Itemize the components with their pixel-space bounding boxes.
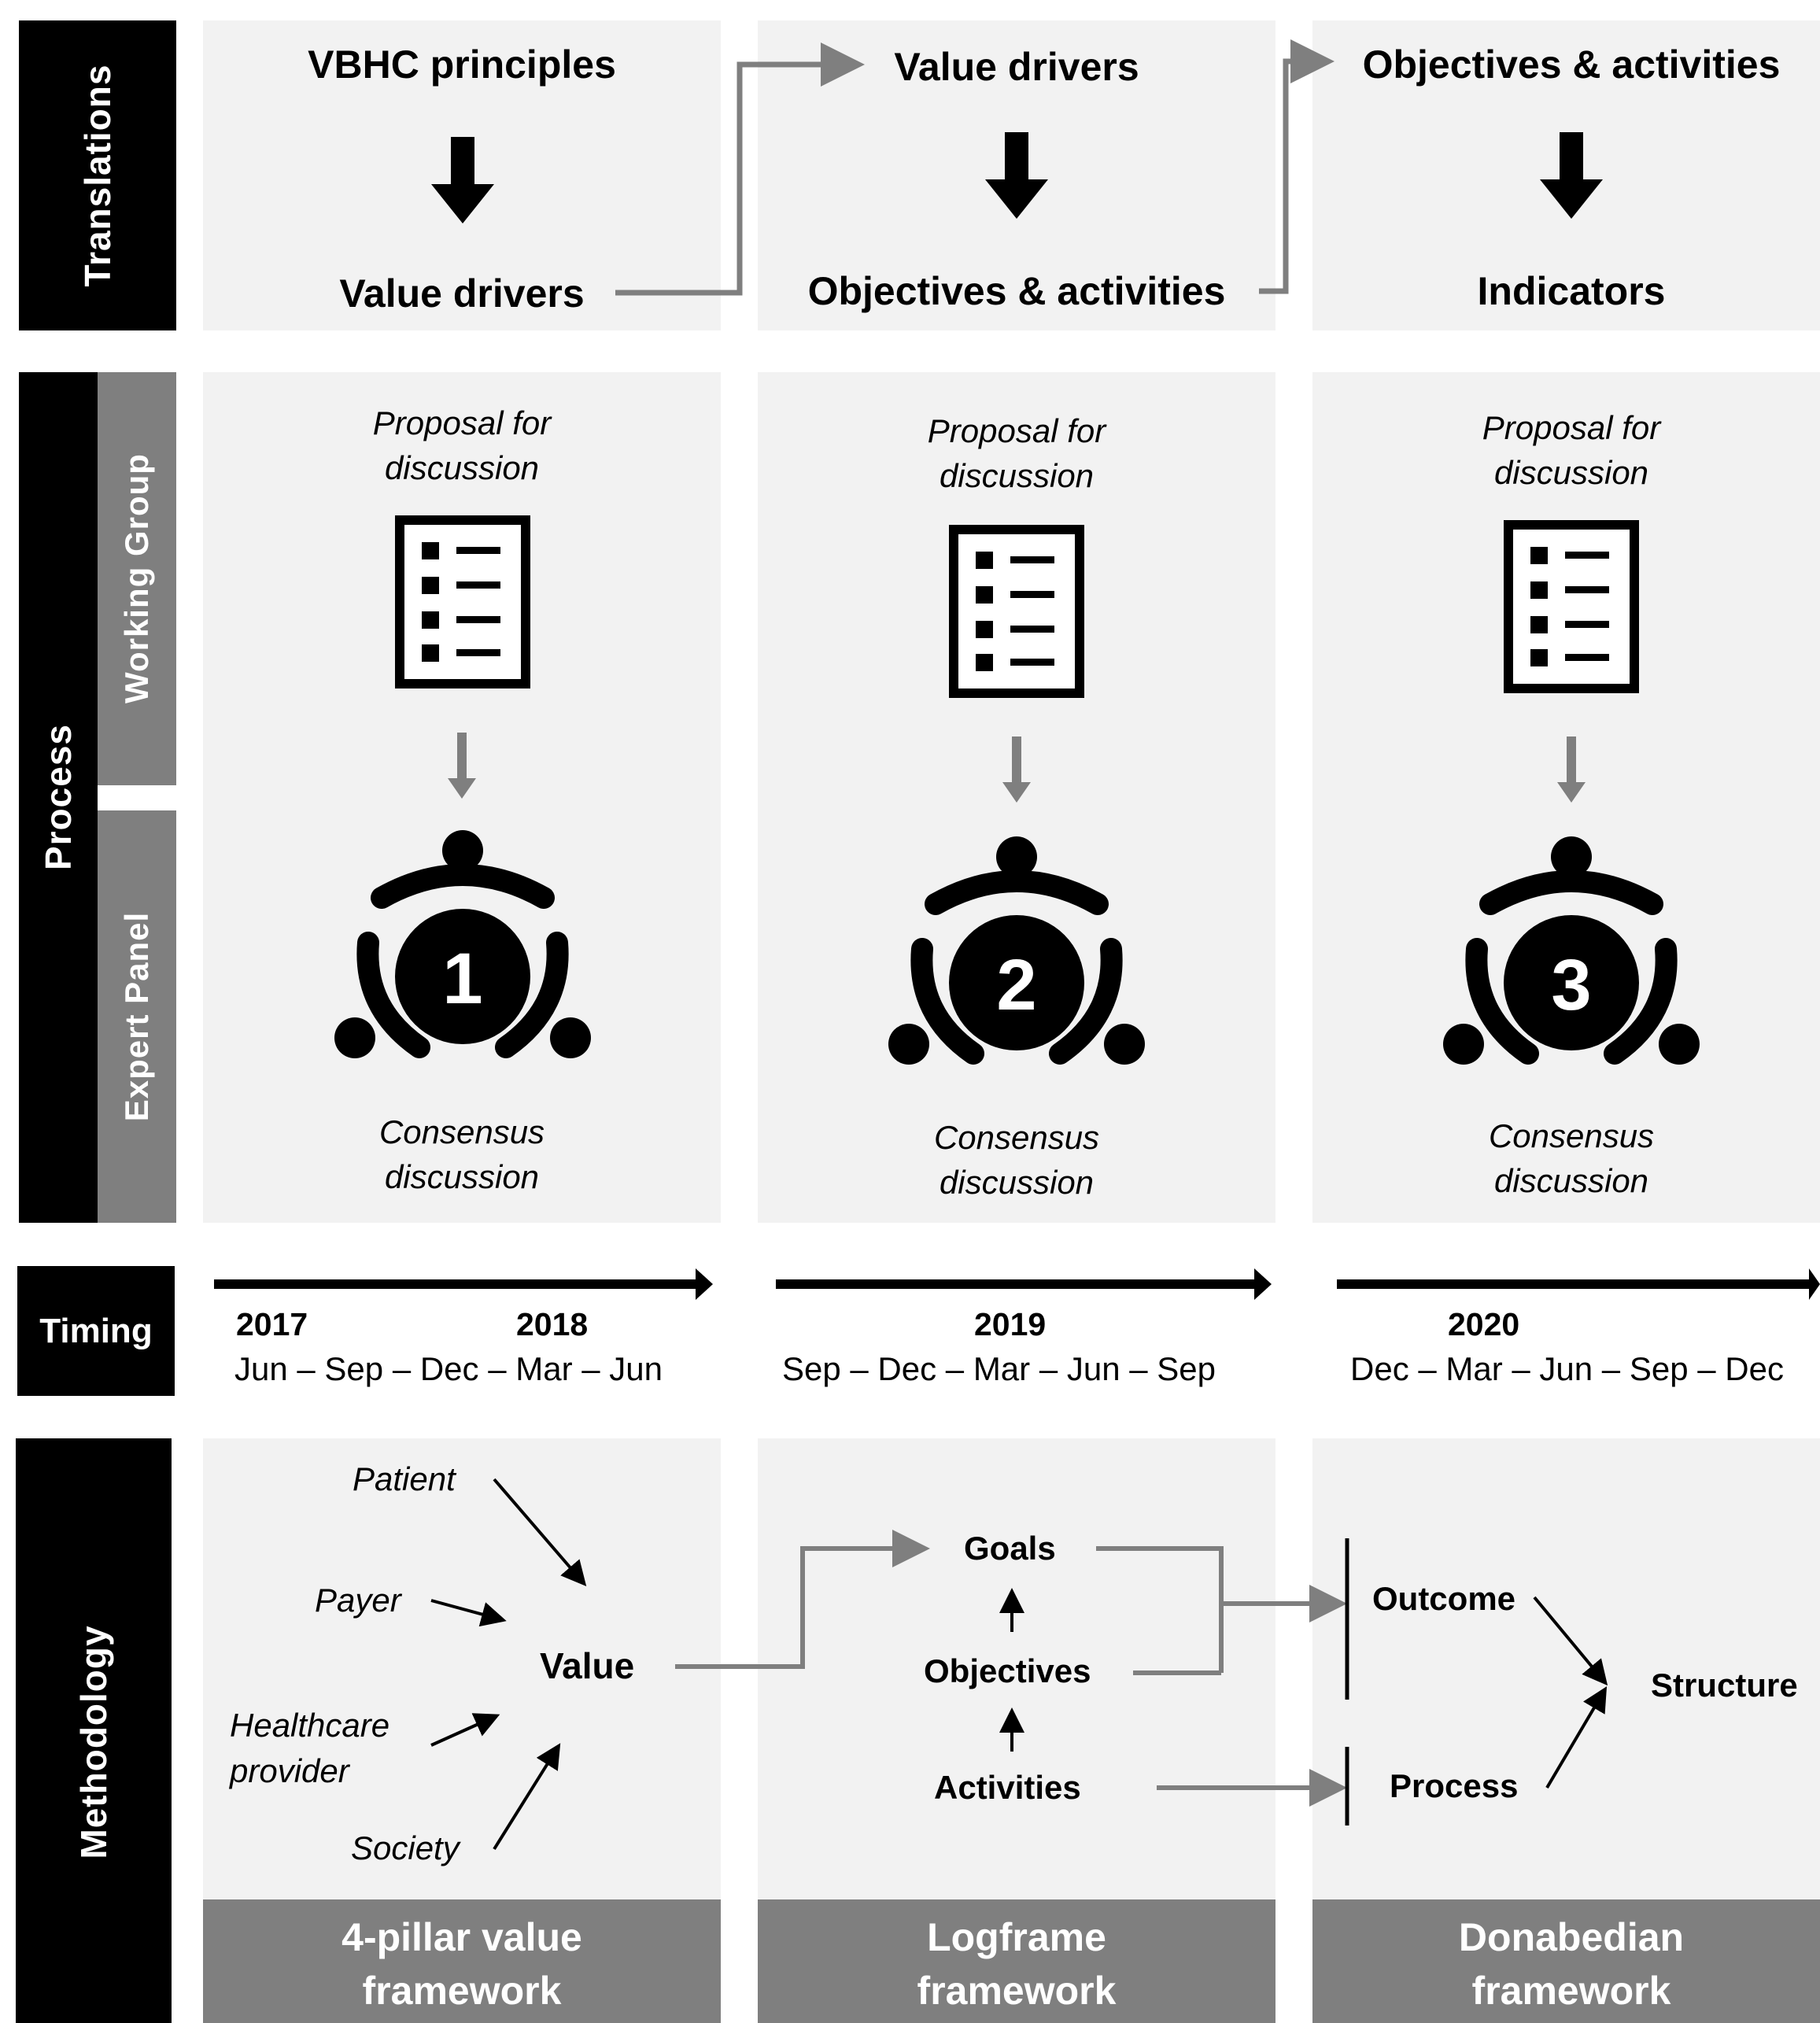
patient-arrow — [493, 1478, 587, 1587]
months-label: Dec – Mar – Jun – Sep – Dec — [1350, 1350, 1784, 1387]
society-arrow — [493, 1743, 561, 1851]
checklist-icon — [949, 525, 1084, 698]
logframe-objectives: Objectives — [924, 1652, 1091, 1689]
methodology-panel-1: Patient Payer Healthcare provider Societ… — [203, 1438, 721, 1899]
timeline-arrow-2 — [776, 1268, 1272, 1300]
stakeholder-payer: Payer — [315, 1582, 401, 1619]
down-arrow-icon — [1002, 736, 1031, 803]
donabedian-process: Process — [1390, 1767, 1519, 1804]
timeline-arrow-3 — [1337, 1268, 1820, 1300]
down-arrow-icon — [1540, 132, 1603, 219]
translation-connector-2 — [1259, 39, 1335, 294]
framework-title: Logframe framework — [917, 1915, 1117, 2013]
stakeholder-society: Society — [351, 1829, 460, 1866]
expert-panel-label-box: Expert Panel — [98, 810, 176, 1223]
process-panel-2: Proposal for discussion 2 Consensus disc… — [758, 372, 1275, 1223]
methodology-footer-2: Logframe framework — [758, 1899, 1275, 2023]
checklist-icon — [395, 515, 530, 688]
methodology-panel-3: Outcome Process Structure — [1312, 1438, 1820, 1899]
proposal-text: Proposal for discussion — [927, 412, 1106, 494]
translation-to: Value drivers — [339, 271, 585, 316]
process-row-label: Process — [19, 372, 98, 1223]
methodology-panel-2: Goals Objectives Activities — [758, 1438, 1275, 1899]
down-arrow-icon — [985, 132, 1048, 219]
methodology-row-label: Methodology — [16, 1438, 172, 2023]
translation-to: Indicators — [1477, 269, 1666, 313]
value-to-goals-connector — [675, 1530, 930, 1669]
year-label: 2020 — [1448, 1306, 1520, 1342]
methodology-footer-3: Donabedian framework — [1312, 1899, 1820, 2023]
year-label: 2017 — [236, 1306, 308, 1342]
provider-arrow — [430, 1713, 500, 1747]
year-label: 2018 — [516, 1306, 589, 1342]
translations-row-label: Translations — [19, 20, 176, 330]
translation-from: Objectives & activities — [1362, 42, 1781, 87]
translation-connector-1 — [615, 42, 865, 296]
logframe-goals: Goals — [964, 1530, 1056, 1567]
outcome-to-structure-arrow — [1533, 1596, 1608, 1686]
goals-bracket — [1096, 1546, 1224, 1673]
months-label: Jun – Sep – Dec – Mar – Jun — [234, 1350, 663, 1387]
year-label: 2019 — [974, 1306, 1047, 1342]
donabedian-outcome: Outcome — [1372, 1580, 1516, 1617]
months-label: Sep – Dec – Mar – Jun – Sep — [782, 1350, 1216, 1387]
round-table-meeting-icon: 1 — [334, 830, 591, 1058]
proposal-text: Proposal for discussion — [372, 404, 552, 486]
methodology-footer-1: 4-pillar value framework — [203, 1899, 721, 2023]
process-to-structure-arrow — [1545, 1686, 1608, 1789]
translation-from: Value drivers — [894, 45, 1139, 89]
round-table-meeting-icon: 3 — [1443, 836, 1700, 1065]
process-panel-1: Proposal for discussion 1 Consensus disc… — [203, 372, 721, 1223]
round-number: 2 — [996, 945, 1036, 1025]
value-center: Value — [540, 1645, 635, 1686]
translation-panel-1: VBHC principles Value drivers — [203, 20, 721, 330]
round-number: 1 — [442, 939, 482, 1019]
consensus-text: Consensus discussion — [1488, 1117, 1655, 1199]
translation-panel-3: Objectives & activities Indicators — [1312, 20, 1820, 330]
checklist-icon — [1504, 520, 1639, 693]
process-panel-3: Proposal for discussion 3 Consensus disc… — [1312, 372, 1820, 1223]
down-arrow-icon — [448, 733, 476, 799]
timing-label: Timing — [39, 1311, 153, 1350]
logframe-activities: Activities — [934, 1769, 1081, 1806]
framework-title: 4-pillar value framework — [341, 1915, 582, 2013]
translation-from: VBHC principles — [308, 42, 616, 87]
donabedian-structure: Structure — [1651, 1667, 1798, 1704]
translation-to: Objectives & activities — [807, 269, 1226, 313]
working-group-label-box: Working Group — [98, 372, 176, 785]
proposal-text: Proposal for discussion — [1482, 409, 1661, 491]
consensus-text: Consensus discussion — [378, 1113, 545, 1195]
stakeholder-healthcare-provider: Healthcare provider — [230, 1707, 390, 1789]
consensus-text: Consensus discussion — [933, 1119, 1100, 1201]
payer-arrow — [430, 1599, 507, 1627]
timeline-arrow-1 — [214, 1268, 713, 1300]
round-number: 3 — [1551, 945, 1591, 1025]
down-arrow-icon — [1557, 736, 1586, 803]
stakeholder-patient: Patient — [353, 1460, 456, 1497]
timing-row-label: Timing — [17, 1266, 175, 1396]
framework-title: Donabedian framework — [1458, 1915, 1685, 2013]
round-table-meeting-icon: 2 — [888, 836, 1145, 1065]
down-arrow-icon — [431, 137, 494, 223]
